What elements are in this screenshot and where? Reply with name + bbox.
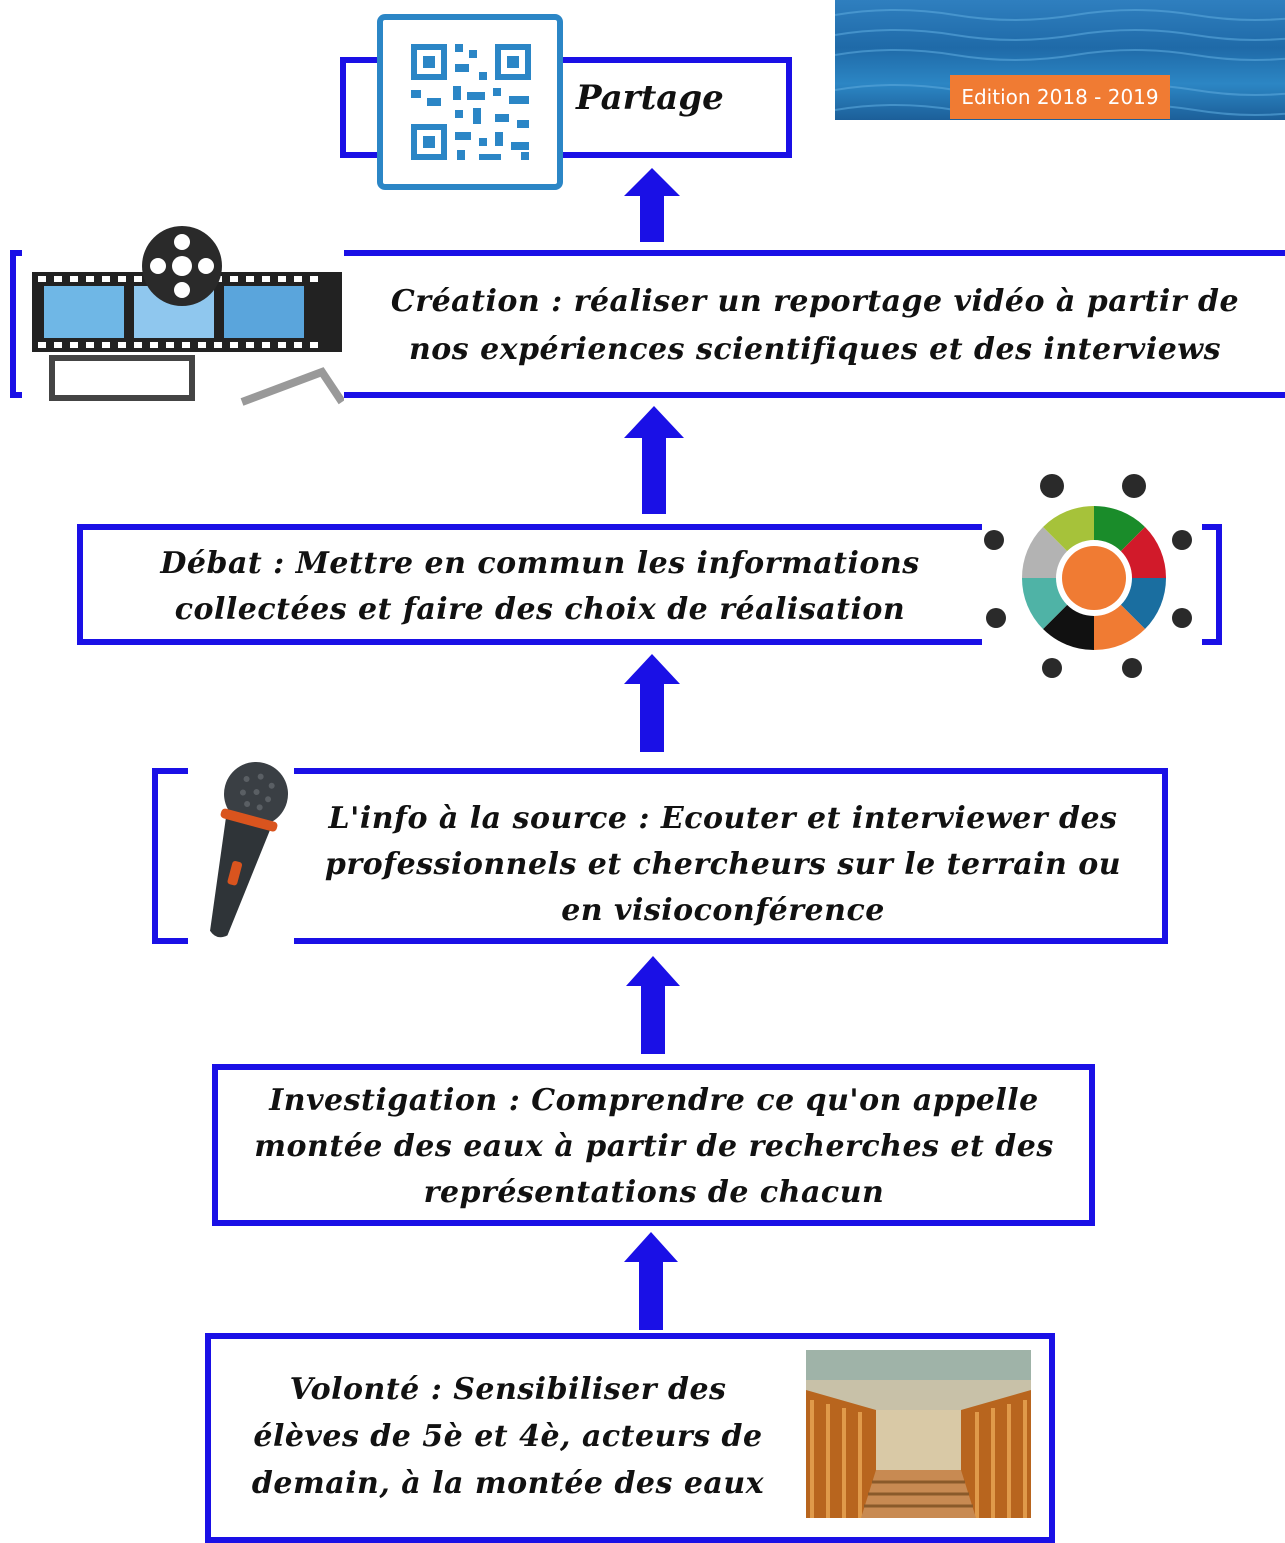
step-investigation-text: Investigation : Comprendre ce qu'on appe…	[236, 1078, 1072, 1216]
step-volonte-description: Sensibiliser des élèves de 5è et 4è, act…	[251, 1372, 765, 1501]
people-circle-icon	[982, 468, 1202, 684]
share-label: Partage	[576, 78, 724, 118]
step-creation-description: réaliser un reportage vidéo à partir de …	[408, 284, 1240, 367]
step-info-description: Ecouter et interviewer des professionnel…	[324, 801, 1122, 928]
step-volonte-text: Volonté : Sensibiliser des élèves de 5è …	[232, 1366, 784, 1507]
step-volonte-heading: Volonté :	[289, 1372, 443, 1407]
step-investigation-description: Comprendre ce qu'on appelle montée des e…	[254, 1083, 1054, 1210]
step-info-box	[152, 768, 1168, 944]
step-debat-description: Mettre en commun les informations collec…	[174, 546, 920, 627]
step-info-text: L'info à la source : Ecouter et intervie…	[308, 796, 1138, 934]
qr-code-icon	[411, 44, 531, 160]
stairs-to-water-photo	[806, 1350, 1031, 1518]
microphone-icon	[188, 752, 294, 948]
step-debat-text: Débat : Mettre en commun les information…	[110, 541, 970, 633]
arrow-up-icon	[624, 654, 680, 752]
arrow-up-icon	[626, 956, 680, 1054]
arrow-up-icon	[624, 1232, 678, 1330]
step-info-heading: L'info à la source :	[328, 801, 650, 836]
film-reel-icon	[22, 212, 346, 430]
arrow-up-icon	[624, 406, 684, 514]
step-debat-heading: Débat :	[160, 546, 285, 581]
step-investigation-heading: Investigation :	[269, 1083, 521, 1118]
step-creation-text: Création : réaliser un reportage vidéo à…	[360, 278, 1270, 374]
qr-code-frame	[377, 14, 563, 190]
edition-badge: Edition 2018 - 2019	[950, 75, 1170, 119]
step-investigation-box	[212, 1064, 1095, 1226]
arrow-up-icon	[624, 168, 680, 242]
step-creation-heading: Création :	[390, 284, 563, 319]
